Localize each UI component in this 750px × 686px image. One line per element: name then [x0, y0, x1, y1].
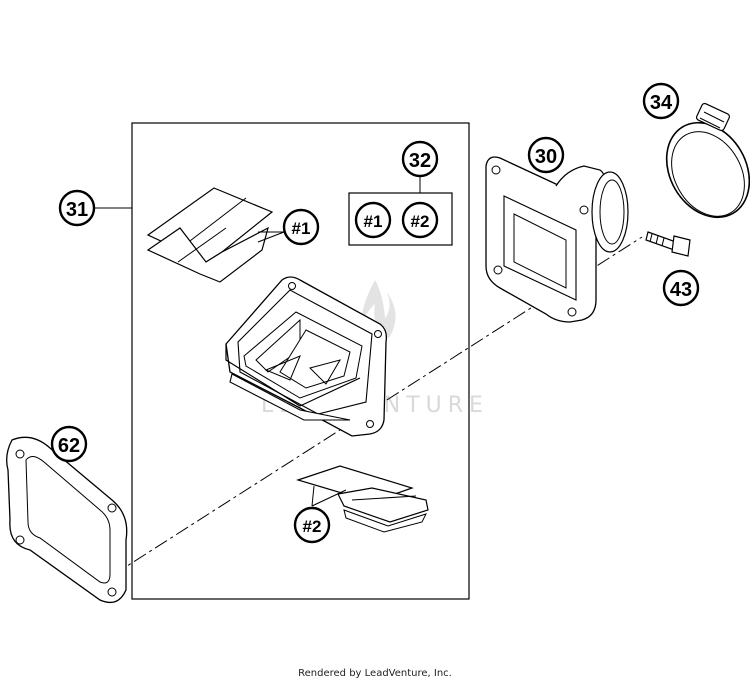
- callout-43: 43: [662, 269, 700, 307]
- ref-1-kit: #1: [354, 201, 392, 239]
- ref-1-petals: #1: [282, 208, 320, 246]
- reed-petals-1: [146, 187, 285, 283]
- ref-2-petals-label: #2: [303, 517, 322, 536]
- callout-32-label: 32: [409, 150, 431, 172]
- callout-31: 31: [58, 189, 96, 227]
- ref-1-kit-label: #1: [364, 212, 383, 231]
- ref-1-petals-label: #1: [292, 219, 311, 238]
- callout-31-label: 31: [66, 199, 88, 221]
- callout-32: 32: [401, 140, 439, 178]
- ref-2-petals: #2: [293, 506, 331, 544]
- reed-petals-2: [296, 465, 429, 533]
- ref-2-kit-label: #2: [411, 212, 430, 231]
- intake-manifold-30: [485, 156, 629, 323]
- ref-2-kit: #2: [401, 201, 439, 239]
- callout-43-label: 43: [670, 279, 692, 301]
- bolt-43: [645, 231, 691, 257]
- callout-34: 34: [642, 82, 680, 120]
- watermark-flame-icon: [361, 280, 396, 342]
- callout-62: 62: [50, 425, 88, 463]
- callout-30-label: 30: [535, 146, 557, 168]
- callout-62-label: 62: [58, 435, 80, 457]
- assembly-box: [131, 122, 470, 600]
- gasket-62: [6, 436, 128, 604]
- footer-credit: Rendered by LeadVenture, Inc.: [298, 668, 452, 679]
- reed-valve-block: [225, 276, 388, 437]
- callout-34-label: 34: [650, 92, 673, 114]
- callout-30: 30: [527, 136, 565, 174]
- hose-clamp-34: [665, 102, 750, 219]
